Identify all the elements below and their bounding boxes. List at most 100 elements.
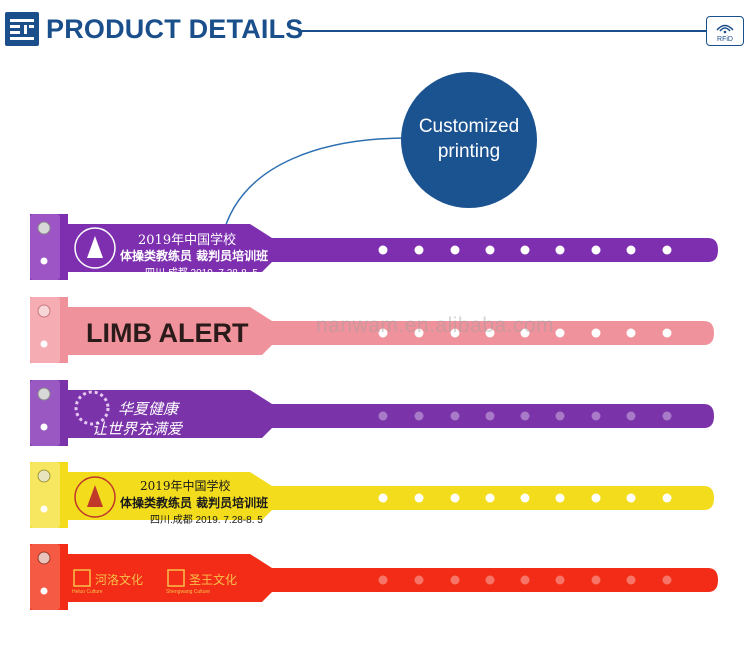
snap-hole-icon (40, 505, 48, 513)
band5-logo2-sub: Shengwang Culture (166, 589, 210, 595)
rfid-badge-label: RFiD (717, 36, 733, 43)
wristband-clasp (30, 214, 60, 280)
strap-hole-icon (591, 245, 601, 255)
seal-emblem-icon (87, 485, 103, 507)
page-header: PRODUCT DETAILS RFiD (0, 0, 750, 60)
band1-line3: 四川.成都 2019. 7.28-8. 5 (145, 268, 258, 279)
strap-hole-icon (414, 328, 424, 338)
strap-hole-icon (555, 493, 565, 503)
strap-hole-icon (378, 245, 388, 255)
strap-hole-icon (555, 328, 565, 338)
wristband-purple-health (30, 380, 714, 446)
school-seal-icon (74, 227, 116, 269)
wristband-yellow-school (30, 462, 714, 528)
callout-line-2: printing (437, 141, 501, 162)
culture-logo-icon (167, 569, 185, 587)
band3-line2: 让世界充满爱 (92, 420, 183, 438)
strap-hole-icon (520, 245, 530, 255)
strap-hole-icon (591, 411, 601, 421)
strap-hole-icon (591, 575, 601, 585)
school-seal-icon (74, 476, 116, 518)
strap-hole-icon (485, 493, 495, 503)
wristband-clasp (30, 380, 60, 446)
strap-hole-icon (450, 245, 460, 255)
strap-hole-icon (626, 493, 636, 503)
strap-hole-icon (414, 493, 424, 503)
strap-hole-icon (591, 328, 601, 338)
strap-hole-icon (626, 411, 636, 421)
strap-hole-icon (626, 575, 636, 585)
snap-button-icon (37, 387, 51, 401)
strap-hole-icon (378, 411, 388, 421)
snap-hole-icon (40, 587, 48, 595)
band4-line2: 体操类教练员 裁判员培训班 (120, 496, 269, 510)
strap-hole-icon (591, 493, 601, 503)
strap-hole-icon (485, 575, 495, 585)
band4-line1: 2019年中国学校 (140, 479, 231, 493)
wristband-body (30, 380, 714, 446)
strap-hole-icon (485, 411, 495, 421)
strap-hole-icon (378, 575, 388, 585)
wristband-clasp (30, 297, 60, 363)
brand-logo-icon (5, 12, 39, 46)
seal-emblem-icon (87, 236, 103, 258)
band2-limb-alert-text: LIMB ALERT (86, 318, 249, 348)
band5-logo1-text: 河洛文化 (95, 573, 144, 587)
strap-hole-icon (555, 575, 565, 585)
wristband-body (30, 297, 714, 363)
strap-hole-icon (662, 328, 672, 338)
strap-hole-icon (414, 411, 424, 421)
wristband-body (30, 462, 714, 528)
header-divider (298, 30, 710, 32)
strap-hole-icon (520, 411, 530, 421)
strap-hole-icon (626, 245, 636, 255)
wristband-clasp (30, 544, 60, 610)
culture-logo-icon (73, 569, 91, 587)
strap-hole-icon (555, 245, 565, 255)
snap-button-icon (37, 469, 51, 483)
band1-line2: 体操类教练员 裁判员培训班 (120, 249, 269, 263)
strap-hole-icon (378, 328, 388, 338)
snap-button-icon (37, 221, 51, 235)
band4-line3: 四川.成都 2019. 7.28-8. 5 (150, 515, 263, 526)
wristband-body (30, 214, 718, 280)
strap-hole-icon (520, 328, 530, 338)
strap-hole-icon (485, 245, 495, 255)
snap-button-icon (37, 304, 51, 318)
snap-hole-icon (40, 423, 48, 431)
snap-hole-icon (40, 340, 48, 348)
callout-line-1: Customized (418, 116, 520, 137)
strap-hole-icon (662, 411, 672, 421)
snap-hole-icon (40, 257, 48, 265)
strap-hole-icon (450, 493, 460, 503)
band3-line1: 华夏健康 (118, 400, 179, 418)
band5-logo2-text: 圣王文化 (189, 573, 238, 587)
flower-decoration-icon (74, 390, 110, 426)
strap-hole-icon (662, 245, 672, 255)
snap-button-icon (37, 551, 51, 565)
strap-hole-icon (378, 493, 388, 503)
strap-hole-icon (414, 575, 424, 585)
strap-hole-icon (626, 328, 636, 338)
customized-printing-callout: Customized printing (401, 72, 537, 208)
strap-hole-icon (555, 411, 565, 421)
strap-hole-icon (485, 328, 495, 338)
strap-hole-icon (450, 575, 460, 585)
wristband-clasp (30, 462, 60, 528)
strap-hole-icon (520, 493, 530, 503)
band5-logo1-sub: Heluo Culture (72, 589, 103, 595)
strap-hole-icon (662, 575, 672, 585)
rfid-badge: RFiD (706, 16, 744, 46)
strap-hole-icon (450, 328, 460, 338)
wristband-pink-limb-alert (30, 297, 714, 363)
strap-hole-icon (662, 493, 672, 503)
page-title: PRODUCT DETAILS (46, 14, 304, 44)
wristband-body (30, 544, 718, 610)
watermark: nanwam.en.alibaba.com (316, 314, 555, 337)
wristband-holes (378, 245, 672, 585)
wristband-red-culture (30, 544, 718, 610)
strap-hole-icon (450, 411, 460, 421)
band1-line1: 2019年中国学校 (138, 233, 237, 248)
